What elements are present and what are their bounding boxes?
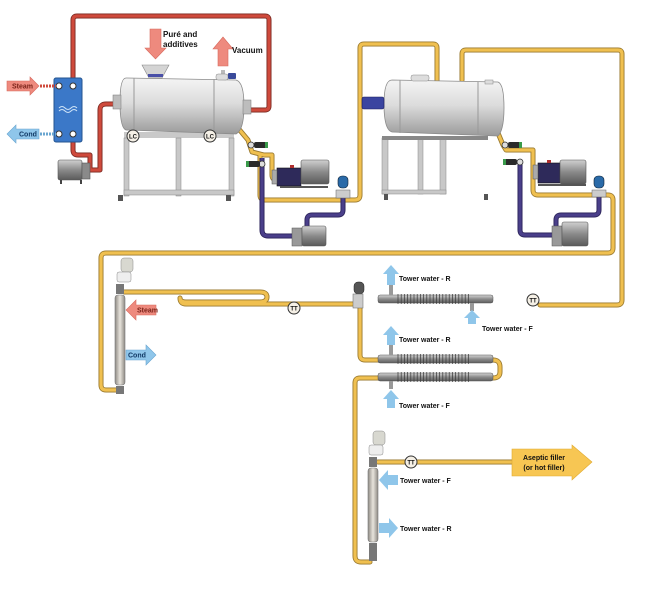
pure-additives-arrow: Puré and additives [144,28,198,60]
tower-water-return-arrow-3: Tower water - R [379,518,452,538]
svg-text:Tower water - R: Tower water - R [400,526,452,533]
tube-heat-exchanger-1 [377,285,494,311]
svg-text:LC: LC [129,135,138,141]
svg-text:LC: LC [206,135,215,141]
temperature-transmitter-1: TT [287,301,301,315]
tower-water-feed-arrow-3: Tower water - F [379,470,452,490]
svg-text:Tower water - F: Tower water - F [482,326,534,333]
heater-steam-arrow: Steam [125,299,158,321]
svg-text:TT: TT [529,299,537,305]
plate-heat-exchanger-icon [53,77,83,143]
flow-diversion-valve [352,281,365,309]
steam-inlet-arrow: Steam [6,76,56,96]
level-controller-left: LC [126,129,140,143]
tower-water-feed-arrow-1: Tower water - F [464,310,534,333]
svg-text:Tower water - R: Tower water - R [399,337,451,344]
svg-text:Tower water - F: Tower water - F [399,403,451,410]
diverter-valve-2 [591,175,607,198]
condensate-outlet-arrow: Cond [6,124,56,144]
svg-text:additives: additives [163,40,198,49]
control-valve-icon [246,141,268,168]
temperature-transmitter-2: TT [526,293,540,307]
control-valve-icon [501,141,524,166]
pure-additives-label: Puré and [163,30,197,39]
aseptic-filler-arrow: Aseptic filler (or hot filler) [511,444,593,481]
svg-text:Tower water - R: Tower water - R [399,276,451,283]
mixing-tank-1 [112,64,252,201]
temperature-transmitter-3: TT [404,455,418,469]
steam-inlet-label: Steam [12,84,33,91]
positive-displacement-pump-2 [532,159,587,186]
heater-cond-arrow: Cond [125,344,157,366]
svg-text:Aseptic filler: Aseptic filler [523,455,565,462]
tower-water-feed-arrow-2: Tower water - F [383,390,451,410]
centrifugal-pump-icon [57,159,91,184]
vacuum-arrow: Vacuum [212,36,263,67]
tube-heat-exchanger-2 [377,345,494,389]
svg-text:(or hot filler): (or hot filler) [523,465,564,472]
positive-displacement-pump-icon [271,159,330,188]
steam-heater-tube [114,257,134,394]
svg-text:TT: TT [407,461,415,467]
tower-water-return-arrow-2: Tower water - R [383,326,451,345]
tower-water-return-arrow-1: Tower water - R [383,265,451,285]
condensate-outlet-label: Cond [19,132,37,139]
vacuum-label: Vacuum [232,46,263,55]
svg-text:TT: TT [290,307,298,313]
svg-text:Cond: Cond [128,353,146,360]
final-cooler-tube [367,430,386,561]
level-controller-right: LC [203,129,217,143]
recirculation-pipes [259,158,602,239]
mixing-tank-2 [361,74,505,200]
svg-text:Tower water - F: Tower water - F [400,478,452,485]
recirculation-pump-2 [551,221,589,247]
recirculation-pump-1 [291,225,327,247]
svg-text:Steam: Steam [137,308,158,315]
diverter-valve-icon [335,175,351,199]
